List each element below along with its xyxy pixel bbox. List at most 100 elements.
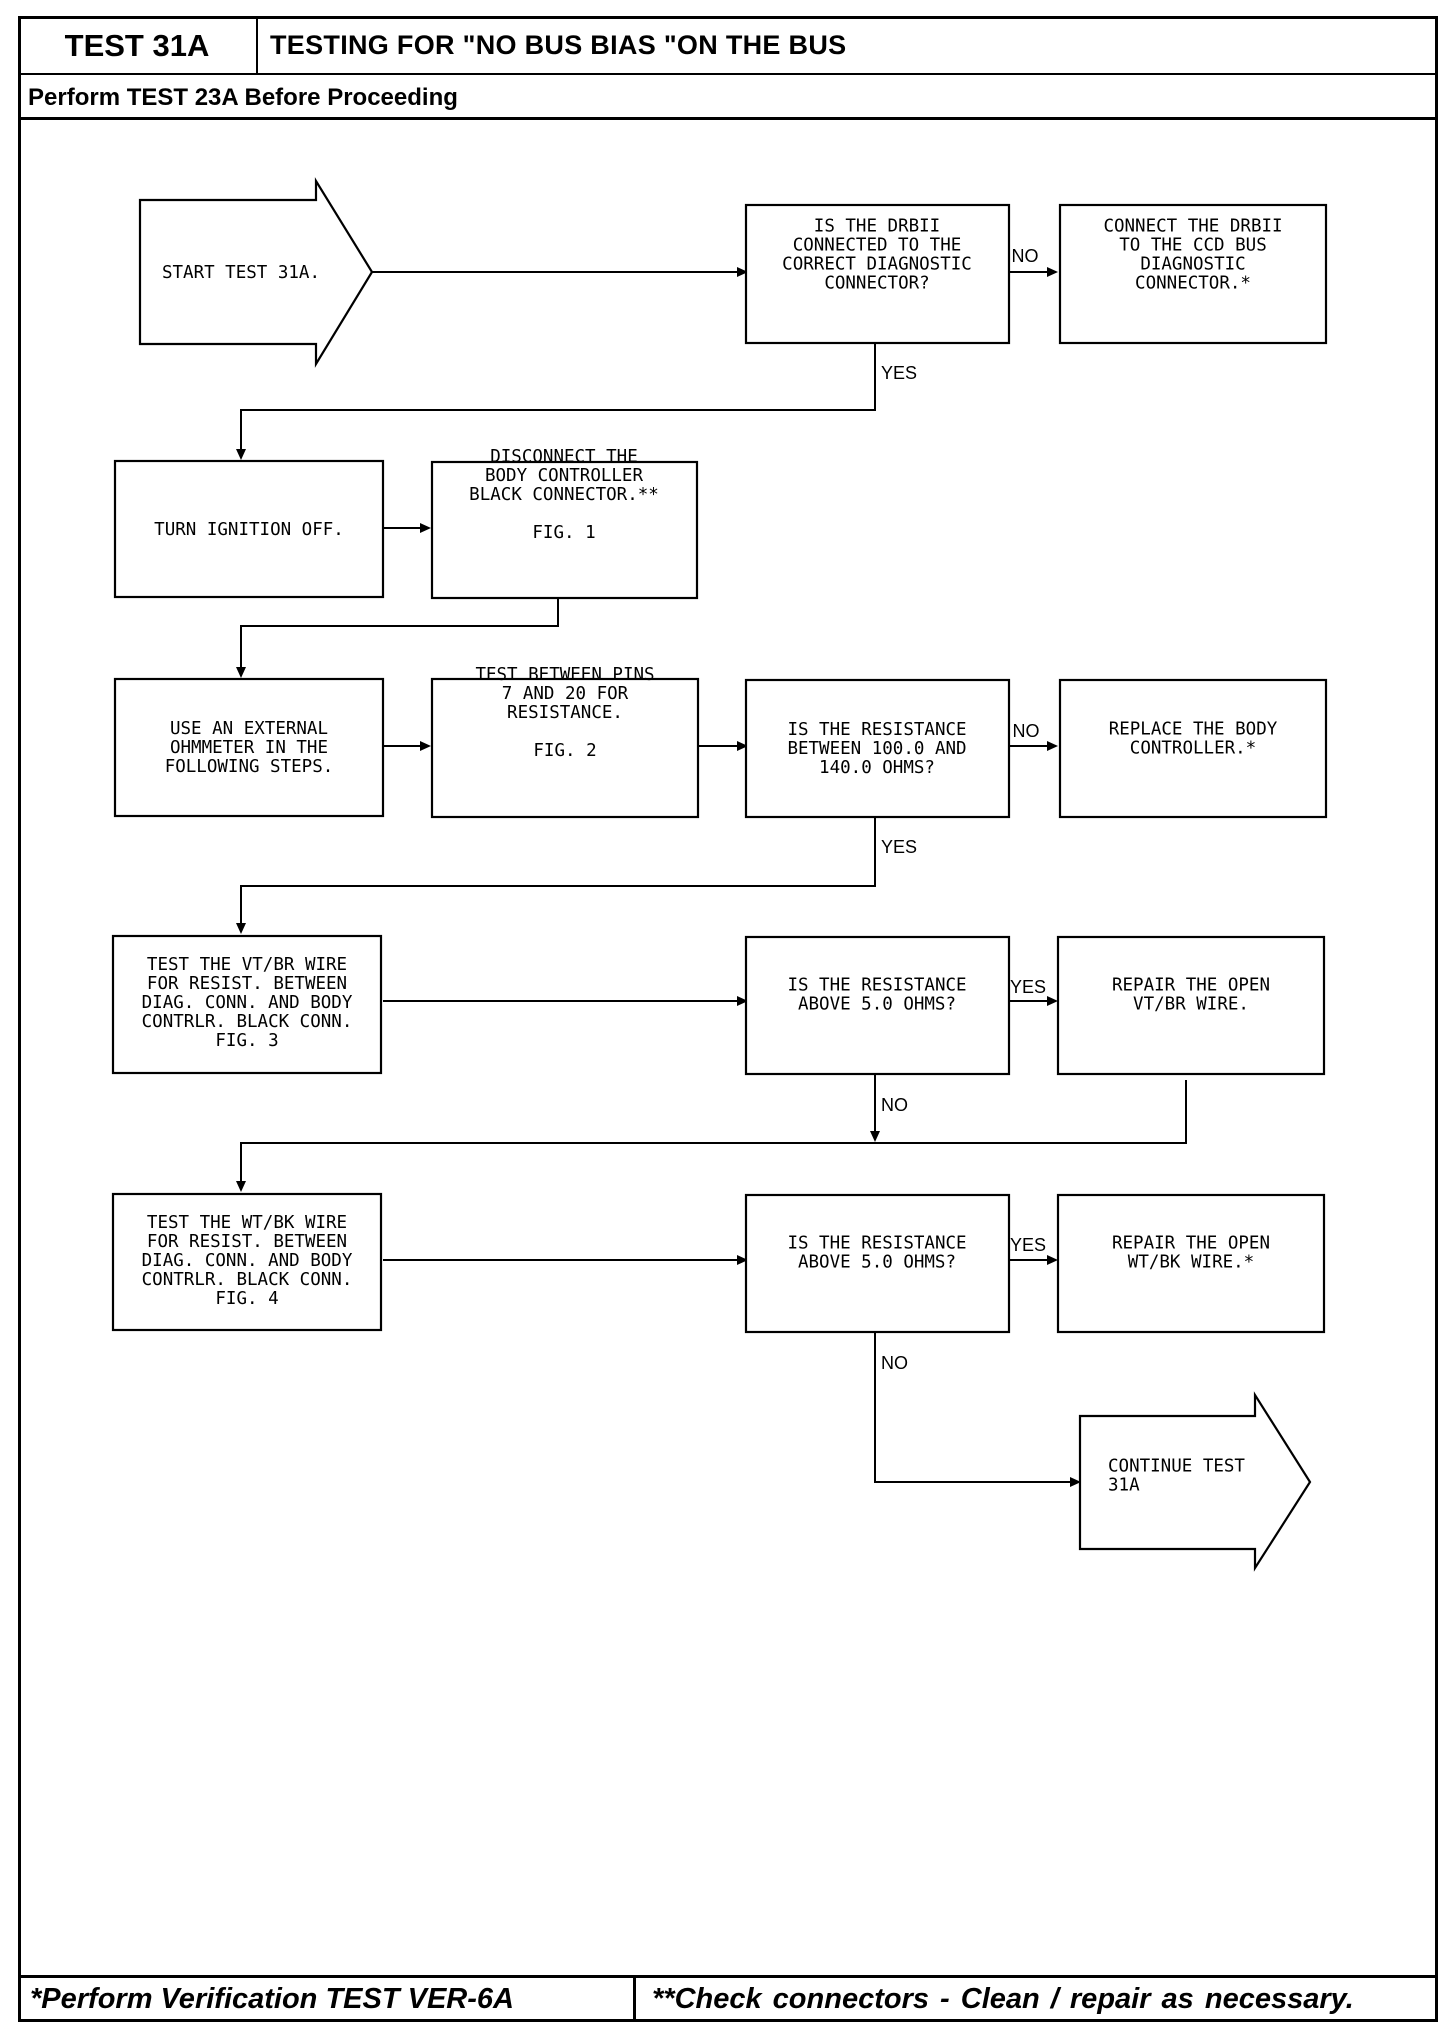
arrowhead <box>236 449 246 460</box>
start-arrow-shape <box>138 177 374 368</box>
page-title: TESTING FOR "NO BUS BIAS "ON THE BUS <box>270 30 847 60</box>
use-ohmmeter-box <box>113 677 385 818</box>
arrowhead <box>1070 1477 1081 1487</box>
text-line: REPAIR THE OPEN <box>1112 976 1270 996</box>
text-line: 31A <box>1108 1476 1140 1496</box>
label-no: NO <box>1012 246 1039 266</box>
arrowhead <box>1047 996 1058 1006</box>
test-pins-box <box>430 677 700 819</box>
arrowhead <box>236 923 246 934</box>
arrowhead <box>236 1181 246 1192</box>
text-line: TO THE CCD BUS <box>1119 236 1267 256</box>
text-line: OHMMETER IN THE <box>170 738 328 758</box>
text-line: TURN IGNITION OFF. <box>154 520 344 540</box>
continue-arrow-shape <box>1078 1391 1312 1572</box>
text-line: REPLACE THE BODY <box>1109 720 1278 740</box>
text-line: CONNECTOR? <box>824 274 929 294</box>
text-line: IS THE RESISTANCE <box>787 1234 966 1254</box>
arrowhead <box>1047 267 1058 277</box>
q-above-5-a-box <box>744 935 1011 1076</box>
text-line: FIG. 2 <box>533 741 596 761</box>
text-line: TEST THE WT/BK WIRE <box>147 1213 347 1233</box>
text-line: ABOVE 5.0 OHMS? <box>798 995 956 1015</box>
arrowhead <box>420 523 431 533</box>
text-line: VT/BR WIRE. <box>1133 995 1249 1015</box>
header-row <box>18 16 1438 75</box>
page-subtitle: Perform TEST 23A Before Proceeding <box>28 84 458 111</box>
test-wt-bk-box <box>111 1192 383 1332</box>
subheader-row <box>18 75 1438 120</box>
disconnect-body-box <box>430 460 699 600</box>
label-no: NO <box>1013 721 1040 741</box>
footer-note-verification: *Perform Verification TEST VER-6A <box>30 1983 514 2015</box>
arrowhead <box>420 741 431 751</box>
text-line: FIG. 3 <box>215 1031 278 1051</box>
text-line: CONNECT THE DRBII <box>1103 217 1282 237</box>
text-line: IS THE RESISTANCE <box>787 720 966 740</box>
label-yes: YES <box>881 363 917 383</box>
arrowhead <box>1047 1255 1058 1265</box>
footer-divider <box>633 1975 636 2022</box>
q-resistance-range-box <box>744 678 1011 819</box>
text-line: FOR RESIST. BETWEEN <box>147 1232 347 1252</box>
text-line: CONTRLR. BLACK CONN. <box>142 1270 353 1290</box>
text-line: DIAG. CONN. AND BODY <box>142 993 353 1013</box>
test-vt-br-box <box>111 934 383 1075</box>
text-line: REPAIR THE OPEN <box>1112 1234 1270 1254</box>
text-line: CONTRLR. BLACK CONN. <box>142 1012 353 1032</box>
test-id: TEST 31A <box>18 16 258 75</box>
arrowhead <box>737 741 748 751</box>
text-line: CONTINUE TEST <box>1108 1457 1245 1477</box>
text-line: USE AN EXTERNAL <box>170 719 328 739</box>
text-line: BODY CONTROLLER <box>485 466 644 486</box>
footer-note-connectors: **Check connectors - Clean / repair as n… <box>652 1983 1354 2015</box>
repair-vt-br-box <box>1056 935 1326 1076</box>
label-yes: YES <box>1010 1235 1046 1255</box>
repair-wt-bk-box <box>1056 1193 1326 1334</box>
text-line: DISCONNECT THE <box>490 447 638 467</box>
arrowhead <box>737 996 748 1006</box>
arrowhead <box>236 667 246 678</box>
text-line: WT/BK WIRE.* <box>1128 1253 1254 1273</box>
turn-ignition-off-box <box>113 459 385 599</box>
text-line: ABOVE 5.0 OHMS? <box>798 1253 956 1273</box>
replace-body-box <box>1058 678 1328 819</box>
text-line: FOLLOWING STEPS. <box>165 757 334 777</box>
q-above-5-b-box <box>744 1193 1011 1334</box>
text-line: IS THE DRBII <box>814 217 940 237</box>
connector-q1-yes <box>240 342 876 452</box>
connector-to-wtbk <box>240 1080 1187 1184</box>
text-line: 140.0 OHMS? <box>819 758 935 778</box>
text-line: CORRECT DIAGNOSTIC <box>782 255 972 275</box>
connect-drb-box <box>1058 203 1328 345</box>
arrowhead <box>737 1255 748 1265</box>
text-line: DIAGNOSTIC <box>1140 255 1245 275</box>
text-line: IS THE RESISTANCE <box>787 976 966 996</box>
connector-disconnect-to-ohmmeter <box>240 598 559 670</box>
text-line: CONTROLLER.* <box>1130 739 1256 759</box>
text-line: CONNECTOR.* <box>1135 274 1251 294</box>
arrowhead <box>870 1131 880 1142</box>
text-line: FIG. 1 <box>532 523 595 543</box>
text-line: BETWEEN 100.0 AND <box>787 739 966 759</box>
connectors <box>236 267 1187 1487</box>
turn-ignition-off-text: TURN IGNITION OFF. <box>154 520 344 540</box>
label-yes: YES <box>881 837 917 857</box>
text-line: BLACK CONNECTOR.** <box>469 485 659 505</box>
text-line: 7 AND 20 FOR <box>502 684 629 704</box>
arrowhead <box>1047 741 1058 751</box>
connector-q2-yes <box>240 816 876 926</box>
